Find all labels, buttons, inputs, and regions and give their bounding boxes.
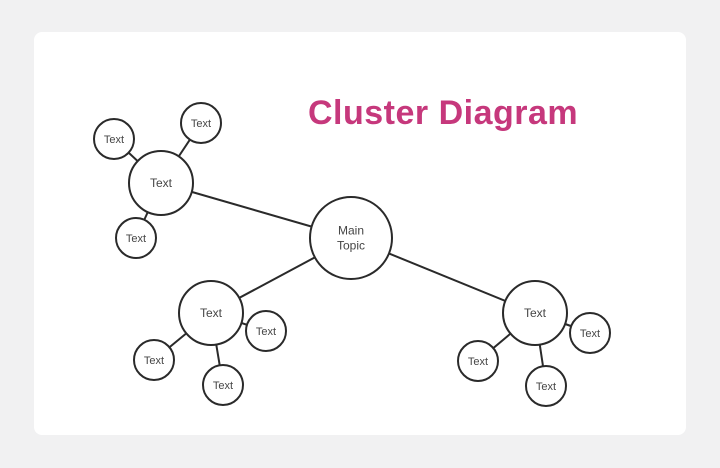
node-label-cluster-3: Text [524, 306, 547, 320]
node-cluster-1-c[interactable]: Text [115, 217, 157, 259]
node-circle-cluster-2-b[interactable] [133, 339, 175, 381]
node-label-cluster-2-a: Text [256, 326, 276, 338]
node-label-cluster-1-c: Text [126, 233, 146, 245]
node-label-cluster-3-a: Text [580, 328, 600, 340]
node-circle-cluster-2-c[interactable] [202, 364, 244, 406]
node-cluster-2-c[interactable]: Text [202, 364, 244, 406]
node-circle-main-topic[interactable] [309, 196, 393, 280]
node-cluster-3-b[interactable]: Text [457, 340, 499, 382]
node-circle-cluster-1[interactable] [128, 150, 194, 216]
node-cluster-1-b[interactable]: Text [180, 102, 222, 144]
node-cluster-2-a[interactable]: Text [245, 310, 287, 352]
node-circle-cluster-1-c[interactable] [115, 217, 157, 259]
node-cluster-2-b[interactable]: Text [133, 339, 175, 381]
node-circle-cluster-2-a[interactable] [245, 310, 287, 352]
node-circle-cluster-2[interactable] [178, 280, 244, 346]
node-circle-cluster-3-a[interactable] [569, 312, 611, 354]
node-circle-cluster-3-b[interactable] [457, 340, 499, 382]
page-title: Cluster Diagram [308, 94, 579, 132]
node-cluster-3[interactable]: Text [502, 280, 568, 346]
node-cluster-1[interactable]: Text [128, 150, 194, 216]
node-circle-cluster-1-b[interactable] [180, 102, 222, 144]
node-label-cluster-2-c: Text [213, 380, 233, 392]
node-label-cluster-1: Text [150, 176, 173, 190]
node-label-cluster-2-b: Text [144, 355, 164, 367]
node-label-cluster-1-b: Text [191, 118, 211, 130]
node-circle-cluster-1-a[interactable] [93, 118, 135, 160]
node-circle-cluster-3[interactable] [502, 280, 568, 346]
node-label-cluster-3-c: Text [536, 381, 556, 393]
node-label-cluster-2: Text [200, 306, 223, 320]
node-label-cluster-1-a: Text [104, 134, 124, 146]
node-label-cluster-3-b: Text [468, 356, 488, 368]
node-circle-cluster-3-c[interactable] [525, 365, 567, 407]
node-cluster-3-c[interactable]: Text [525, 365, 567, 407]
node-cluster-1-a[interactable]: Text [93, 118, 135, 160]
node-cluster-3-a[interactable]: Text [569, 312, 611, 354]
node-cluster-2[interactable]: Text [178, 280, 244, 346]
